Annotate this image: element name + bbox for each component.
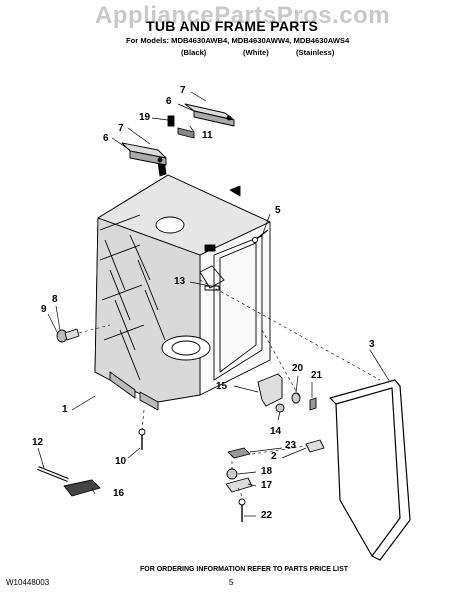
callout-19: 19 bbox=[139, 112, 151, 123]
callout-13: 13 bbox=[174, 276, 186, 287]
callout-18: 18 bbox=[261, 466, 273, 477]
callout-9: 9 bbox=[41, 304, 47, 315]
alignment-lines bbox=[78, 279, 381, 497]
variant-black: (Black) bbox=[181, 48, 207, 57]
document-number: W10448003 bbox=[6, 578, 50, 587]
page-title: TUB AND FRAME PARTS bbox=[146, 18, 319, 34]
callout-16: 16 bbox=[113, 488, 125, 499]
callout-1: 1 bbox=[62, 404, 68, 415]
callout-22: 22 bbox=[261, 510, 273, 521]
callout-6-top: 6 bbox=[166, 96, 172, 107]
top-bracket-left bbox=[121, 142, 167, 166]
fasteners-20-21-14 bbox=[275, 392, 317, 413]
screw-5 bbox=[252, 229, 269, 243]
leader-lines bbox=[37, 91, 391, 517]
callout-23: 23 bbox=[285, 440, 297, 451]
brackets-23-2 bbox=[227, 439, 325, 459]
page-number: 5 bbox=[229, 578, 234, 587]
leveling-leg bbox=[56, 328, 80, 343]
callout-20: 20 bbox=[292, 363, 304, 374]
callout-2: 2 bbox=[271, 451, 277, 462]
models-line: For Models: MDB4630AWB4, MDB4630AWW4, MD… bbox=[126, 36, 350, 45]
watermark: AppliancePartsPros.com bbox=[95, 2, 391, 29]
callout-7-left: 7 bbox=[118, 123, 124, 134]
callout-21: 21 bbox=[311, 370, 323, 381]
tub-assembly bbox=[94, 159, 271, 411]
pad-16 bbox=[63, 479, 101, 497]
callout-14: 14 bbox=[270, 426, 282, 437]
bracket-15 bbox=[257, 373, 283, 407]
callout-15: 15 bbox=[216, 381, 228, 392]
callout-3: 3 bbox=[369, 339, 375, 350]
callout-17: 17 bbox=[261, 480, 273, 491]
callout-10: 10 bbox=[115, 456, 127, 467]
callout-7-top: 7 bbox=[180, 85, 186, 96]
top-bracket-right bbox=[184, 103, 235, 127]
parts-18-17-22 bbox=[225, 468, 253, 522]
door-gasket bbox=[329, 379, 411, 561]
clip-parts bbox=[167, 115, 195, 139]
callout-12: 12 bbox=[32, 437, 44, 448]
hinge-spring-12 bbox=[37, 466, 69, 482]
callout-11: 11 bbox=[202, 130, 213, 141]
callout-6-left: 6 bbox=[103, 133, 109, 144]
variant-white: (White) bbox=[243, 48, 269, 57]
ordering-note: FOR ORDERING INFORMATION REFER TO PARTS … bbox=[140, 566, 349, 573]
callout-5: 5 bbox=[275, 205, 281, 216]
screw-10 bbox=[138, 428, 146, 450]
variant-stainless: (Stainless) bbox=[296, 48, 335, 57]
callout-8: 8 bbox=[52, 294, 58, 305]
